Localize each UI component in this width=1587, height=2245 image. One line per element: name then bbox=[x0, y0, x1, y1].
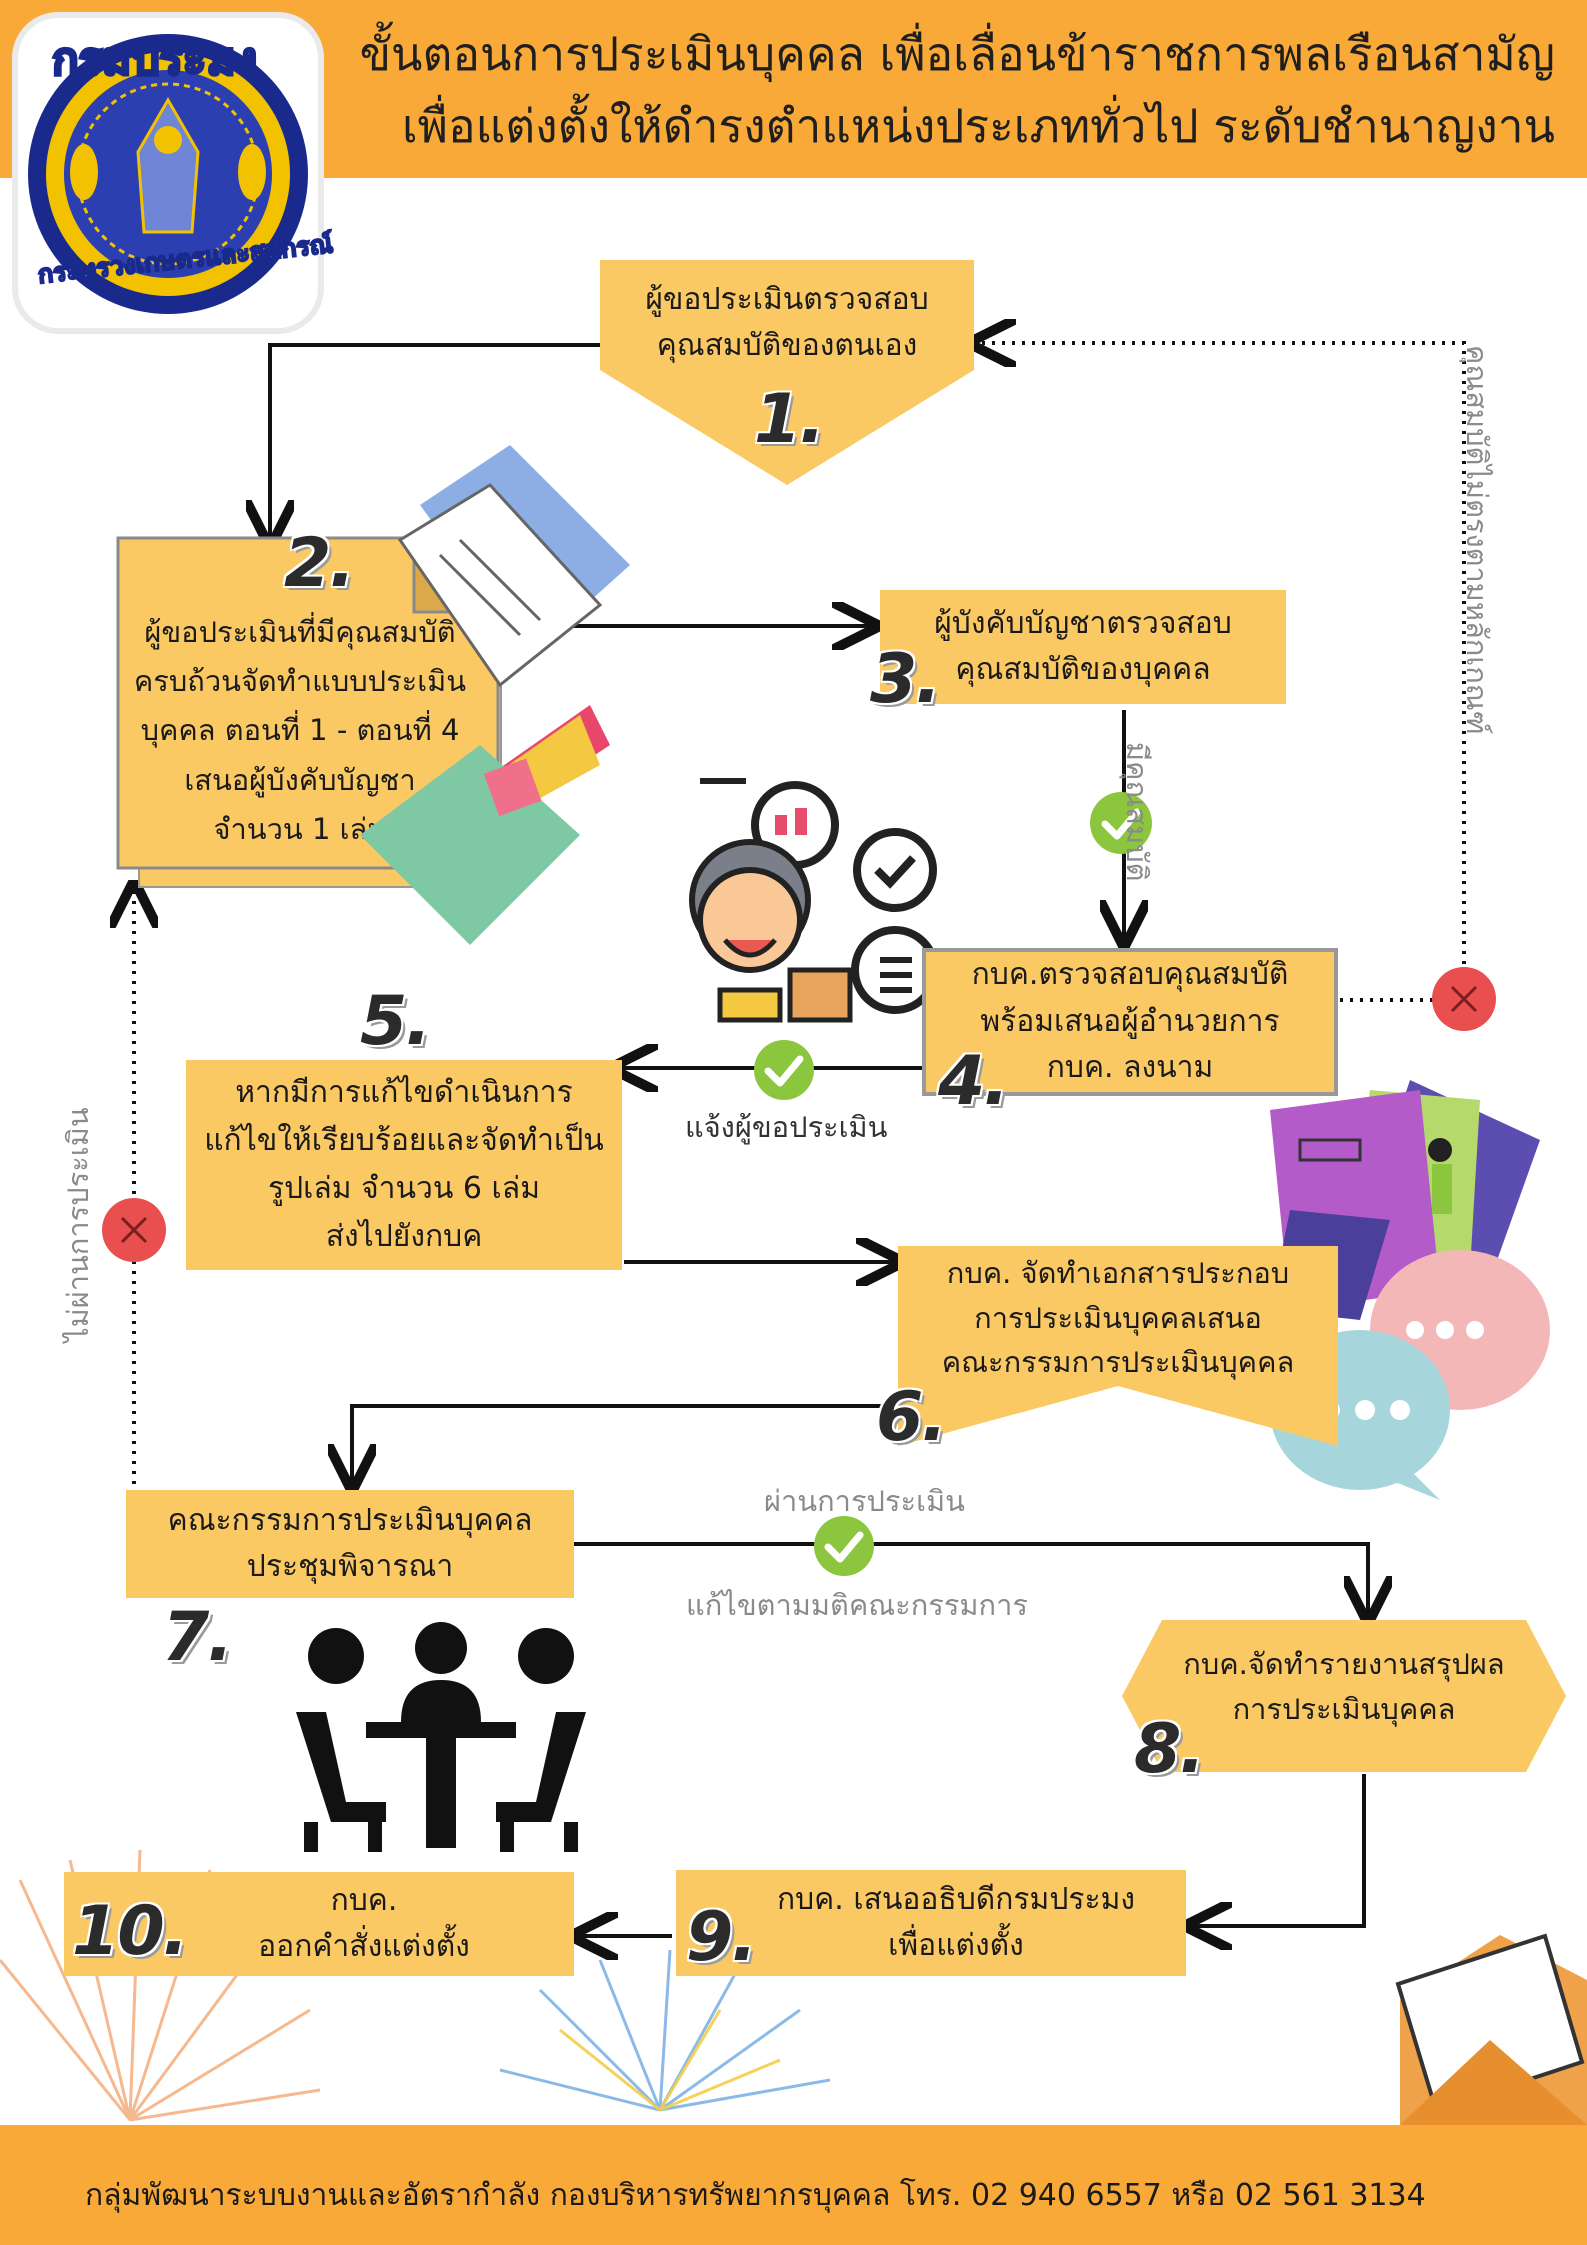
notify-check-icon bbox=[752, 1038, 816, 1106]
step8-text: กบค.จัดทำรายงานสรุปผล การประเมินบุคคล bbox=[1183, 1647, 1505, 1726]
step9-number: 9. bbox=[686, 1898, 757, 1977]
department-logo bbox=[22, 22, 314, 328]
step7-number: 7. bbox=[162, 1598, 233, 1677]
not-qualified-rule-label: คุณสมบัติไม่ตรงตามหลักเกณฑ์ bbox=[1460, 345, 1494, 735]
step3-box: ผู้บังคับบัญชาตรวจสอบ คุณสมบัติของบุคคล bbox=[880, 590, 1286, 704]
step5-number: 5. bbox=[360, 982, 431, 1061]
step4-box: กบค.ตรวจสอบคุณสมบัติ พร้อมเสนอผู้อำนวยกา… bbox=[922, 948, 1338, 1096]
passed-check-icon bbox=[812, 1514, 876, 1582]
notify-applicant-label: แจ้งผู้ขอประเมิน bbox=[685, 1110, 888, 1144]
step8-number: 8. bbox=[1134, 1710, 1205, 1789]
passed-label: ผ่านการประเมิน bbox=[764, 1484, 965, 1518]
logo-text-top: กรมประมง bbox=[51, 33, 259, 87]
step8-shape bbox=[1122, 1620, 1566, 1776]
step1-shape bbox=[600, 260, 974, 489]
fix-per-resolution-label: แก้ไขตามมติคณะกรรมการ bbox=[686, 1588, 1028, 1622]
step10-number: 10. bbox=[72, 1892, 188, 1971]
not-qualified-cross-icon bbox=[1430, 965, 1498, 1037]
not-passed-label: ไม่ผ่านการประเมิน bbox=[61, 1107, 95, 1342]
step5-box: หากมีการแก้ไขดำเนินการ แก้ไขให้เรียบร้อย… bbox=[186, 1060, 622, 1270]
step9-box: กบค. เสนออธิบดีกรมประมง เพื่อแต่งตั้ง bbox=[676, 1870, 1186, 1976]
not-passed-cross-icon bbox=[100, 1196, 168, 1268]
header-title-line2: เพื่อแต่งตั้งให้ดำรงตำแหน่งประเภททั่วไป … bbox=[401, 99, 1555, 153]
step6-text: กบค. จัดทำเอกสารประกอบ การประเมินบุคคลเส… bbox=[941, 1255, 1295, 1380]
qualified-label: มีคุณสมบัติ bbox=[1120, 742, 1154, 882]
step6-number: 6. bbox=[876, 1378, 947, 1457]
step1-number: 1. bbox=[754, 380, 825, 459]
step6-shape bbox=[898, 1246, 1338, 1450]
documents-illustration bbox=[360, 445, 650, 949]
step2-number: 2. bbox=[284, 524, 355, 603]
meeting-icon bbox=[276, 1622, 606, 1856]
header-title-line1: ขั้นตอนการประเมินบุคคล เพื่อเลื่อนข้าราช… bbox=[359, 27, 1555, 81]
person-checklist-illustration bbox=[680, 770, 950, 1034]
step2-text: ผู้ขอประเมินที่มีคุณสมบัติ ครบถ้วนจัดทำแ… bbox=[133, 614, 467, 846]
step3-number: 3. bbox=[870, 640, 941, 719]
step7-box: คณะกรรมการประเมินบุคคล ประชุมพิจารณา bbox=[126, 1490, 574, 1598]
step1-text: ผู้ขอประเมินตรวจสอบ คุณสมบัติของตนเอง bbox=[645, 281, 929, 364]
qualified-check-icon bbox=[1088, 790, 1154, 860]
footer-contact: กลุ่มพัฒนาระบบงานและอัตรากำลัง กองบริหาร… bbox=[85, 2178, 1426, 2213]
step4-number: 4. bbox=[938, 1042, 1009, 1121]
step10-box: กบค. ออกคำสั่งแต่งตั้ง bbox=[64, 1872, 574, 1976]
footer-band bbox=[0, 2125, 1587, 2245]
